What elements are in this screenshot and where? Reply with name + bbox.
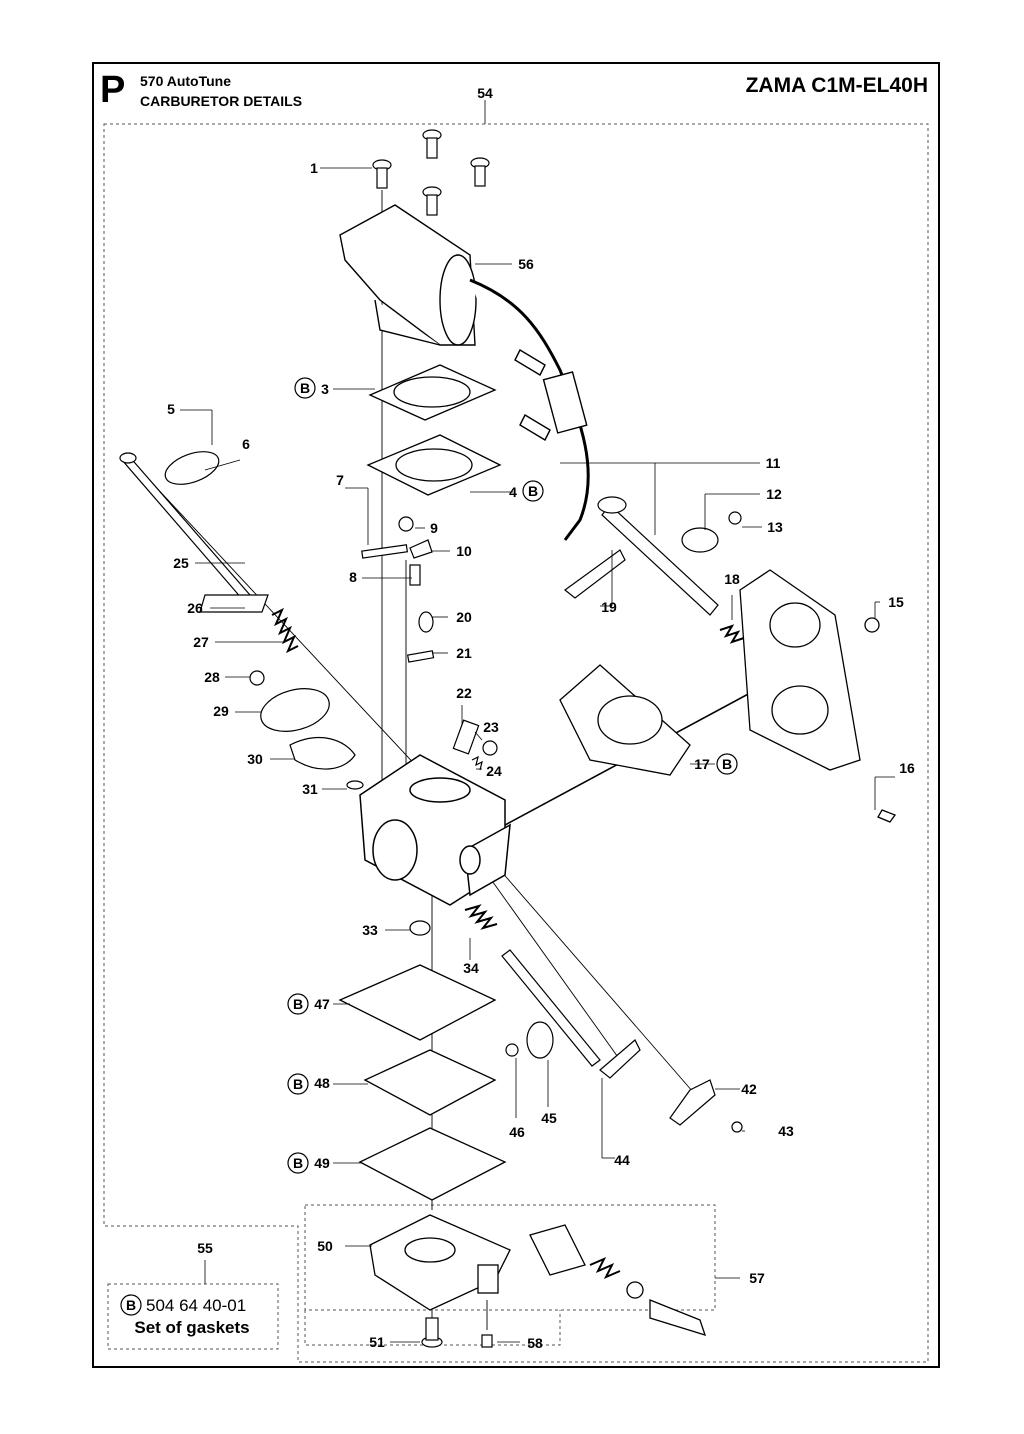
intake-adapter-icon	[739, 569, 897, 823]
throttle-shaft-icon	[564, 496, 745, 644]
gasket-kit-part-number: 504 64 40-01	[146, 1296, 247, 1315]
b-badge-48: B	[287, 1073, 309, 1095]
lever-assembly-icon	[249, 670, 364, 790]
callout-51: 51	[369, 1334, 385, 1350]
screw-icon	[422, 186, 442, 216]
carburetor-body-icon	[359, 754, 511, 906]
solenoid-cover-icon	[339, 204, 590, 541]
gasket-49-icon	[358, 1127, 507, 1201]
cover-screws	[372, 129, 490, 216]
b-badge-47: B	[287, 993, 309, 1015]
section-letter: P	[100, 69, 126, 111]
callouts: 1 3 4 5 6 7 8 9 10 11 12 13 15 16 17 18 …	[167, 85, 915, 1351]
callout-47: 47	[314, 996, 330, 1012]
intake-spacer-icon	[559, 664, 691, 776]
fuel-fitting-icon	[452, 719, 498, 771]
svg-text:B: B	[293, 996, 303, 1012]
callout-26: 26	[187, 600, 203, 616]
callout-17: 17	[694, 756, 710, 772]
b-badge-17: B	[716, 753, 738, 775]
callout-20: 20	[456, 609, 472, 625]
callout-4: 4	[509, 484, 517, 500]
pump-cover-box	[304, 1204, 716, 1311]
svg-text:B: B	[126, 1297, 136, 1313]
gasket-kit-box	[107, 1283, 279, 1350]
screw-icon	[422, 129, 442, 159]
screw-icon	[470, 157, 490, 187]
leader-lines	[180, 100, 895, 1343]
callout-27: 27	[193, 634, 209, 650]
callout-30: 30	[247, 751, 263, 767]
gasket-47-icon	[338, 964, 497, 1041]
callout-29: 29	[213, 703, 229, 719]
callout-12: 12	[766, 486, 782, 502]
callout-31: 31	[302, 781, 318, 797]
callout-24: 24	[486, 763, 502, 779]
svg-text:B: B	[293, 1076, 303, 1092]
callout-1: 1	[310, 160, 318, 176]
gasket-badges: B B B B B B B	[120, 377, 738, 1316]
b-badge-3: B	[294, 377, 316, 399]
diaphragm-3-icon	[368, 364, 497, 421]
gasket-4-icon	[366, 434, 502, 496]
adjust-needle-57-icon	[529, 1224, 707, 1336]
metering-parts-icon	[409, 904, 743, 1133]
spring-27-icon	[271, 607, 299, 654]
callout-28: 28	[204, 669, 220, 685]
callout-43: 43	[778, 1123, 794, 1139]
callout-49: 49	[314, 1155, 330, 1171]
callout-9: 9	[430, 520, 438, 536]
callout-23: 23	[483, 719, 499, 735]
pump-cover-icon	[369, 1214, 511, 1311]
callout-18: 18	[724, 571, 740, 587]
inlet-needle-parts-icon	[361, 516, 435, 663]
choke-shaft-icon	[119, 451, 269, 613]
section-title: CARBURETOR DETAILS	[140, 93, 303, 109]
callout-6: 6	[242, 436, 250, 452]
callout-10: 10	[456, 543, 472, 559]
callout-5: 5	[167, 401, 175, 417]
carburetor-model: ZAMA C1M-EL40H	[745, 74, 928, 97]
callout-54: 54	[477, 85, 493, 101]
b-badge-4: B	[522, 480, 544, 502]
svg-text:B: B	[722, 756, 732, 772]
callout-57: 57	[749, 1270, 765, 1286]
callout-13: 13	[767, 519, 783, 535]
callout-46: 46	[509, 1124, 525, 1140]
svg-text:B: B	[300, 380, 310, 396]
callout-11: 11	[766, 455, 781, 471]
callout-55: 55	[197, 1240, 213, 1256]
callout-21: 21	[456, 645, 472, 661]
diaphragm-48-icon	[363, 1049, 497, 1116]
callout-48: 48	[314, 1075, 330, 1091]
screw-51-icon	[421, 1317, 443, 1348]
svg-text:B: B	[293, 1155, 303, 1171]
carburetor-group-box	[103, 123, 929, 1363]
callout-7: 7	[336, 472, 344, 488]
callout-56: 56	[518, 256, 534, 272]
callout-42: 42	[741, 1081, 757, 1097]
gasket-kit-description: Set of gaskets	[134, 1318, 250, 1337]
callout-50: 50	[317, 1238, 333, 1254]
callout-45: 45	[541, 1110, 557, 1126]
callout-25: 25	[173, 555, 189, 571]
b-badge-49: B	[287, 1152, 309, 1174]
svg-text:B: B	[528, 483, 538, 499]
callout-34: 34	[463, 960, 479, 976]
callout-16: 16	[899, 760, 915, 776]
callout-33: 33	[362, 922, 378, 938]
screw-1-icon	[372, 159, 392, 189]
callout-19: 19	[601, 599, 617, 615]
callout-15: 15	[888, 594, 904, 610]
pin-58-icon	[481, 1334, 493, 1348]
callout-22: 22	[456, 685, 472, 701]
model-name: 570 AutoTune	[140, 73, 232, 89]
b-badge-kit: B	[120, 1294, 142, 1316]
callout-3: 3	[321, 381, 329, 397]
callout-58: 58	[527, 1335, 543, 1351]
diagram-frame	[92, 62, 940, 1368]
callout-8: 8	[349, 569, 357, 585]
callout-44: 44	[614, 1152, 630, 1168]
